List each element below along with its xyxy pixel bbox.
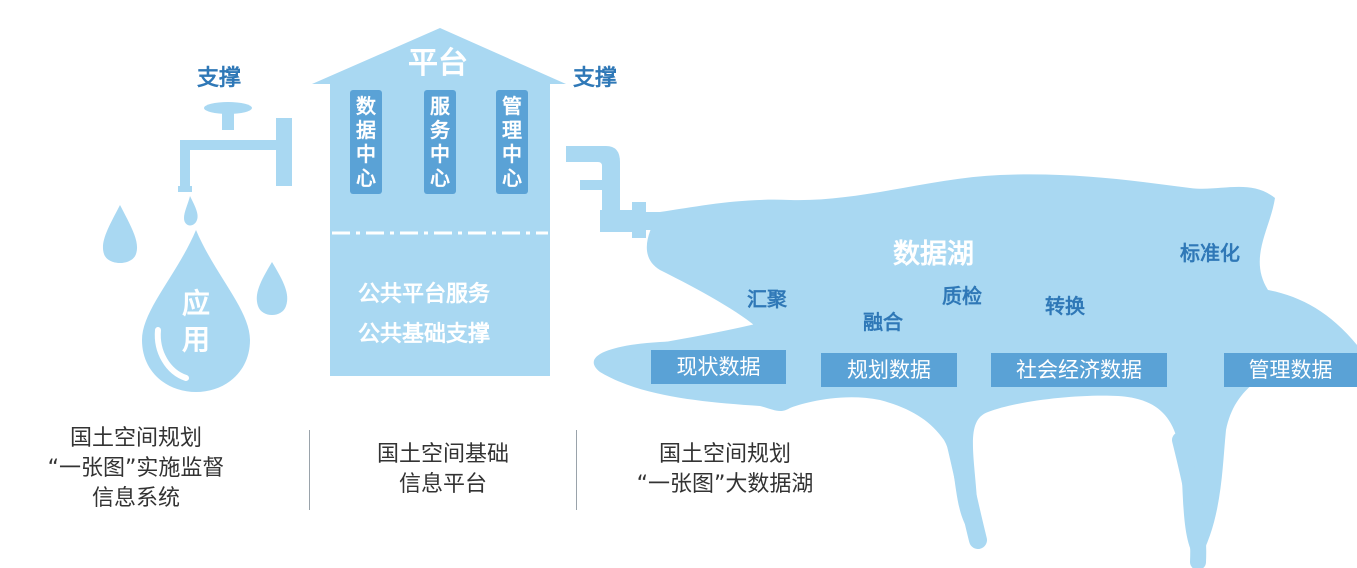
source-socioeconomic-data: 社会经济数据 (991, 353, 1167, 387)
management-center-column: 管理中心 (496, 90, 528, 194)
process-fuse: 融合 (863, 310, 903, 334)
platform-roof-label: 平台 (408, 46, 468, 81)
source-management-data: 管理数据 (1224, 353, 1357, 387)
process-transform: 转换 (1045, 294, 1085, 318)
source-planning-data: 规划数据 (821, 353, 957, 387)
public-platform-service: 公共平台服务 (358, 282, 491, 307)
faucet-support-label: 支撑 (197, 66, 242, 91)
drop-highlight (154, 327, 189, 381)
application-label-1: 应 (182, 287, 211, 320)
service-center-column: 服务中心 (424, 90, 456, 194)
source-current-data: 现状数据 (651, 350, 786, 384)
process-standardize: 标准化 (1180, 241, 1240, 265)
faucet-icon (178, 102, 292, 192)
caption-divider (309, 430, 310, 510)
lake-shape (593, 174, 1357, 562)
process-qc: 质检 (942, 284, 982, 308)
water-drop-icon (102, 196, 288, 392)
data-lake-title: 数据湖 (893, 239, 974, 270)
caption-data-lake: 国土空间规划 “一张图”大数据湖 (636, 442, 814, 497)
application-label-2: 用 (182, 323, 211, 356)
data-center-column: 数据中心 (350, 90, 382, 194)
process-aggregate: 汇聚 (747, 287, 787, 311)
caption-supervision-system: 国土空间规划 “一张图”实施监督 信息系统 (47, 426, 225, 511)
pipe-support-label: 支撑 (573, 66, 618, 91)
public-base-support: 公共基础支撑 (358, 322, 491, 347)
caption-base-platform: 国土空间基础 信息平台 (376, 442, 509, 497)
caption-divider (576, 430, 577, 510)
